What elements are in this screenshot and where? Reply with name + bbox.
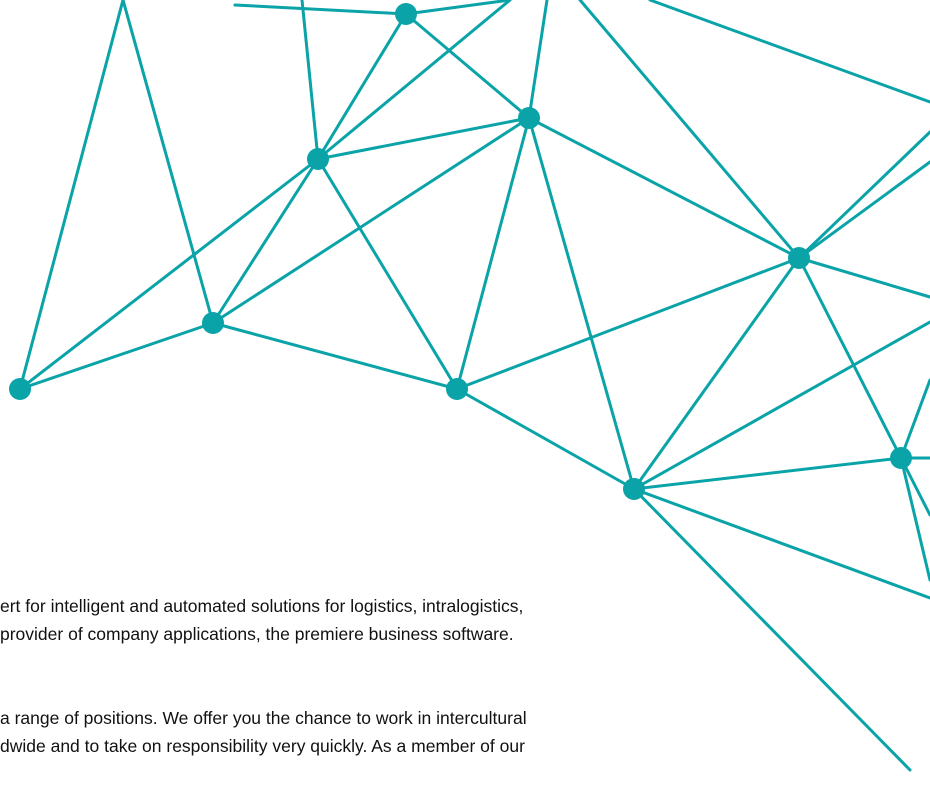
network-node: [788, 247, 810, 269]
network-node: [202, 312, 224, 334]
intro-line-1: ert for intelligent and automated soluti…: [0, 596, 524, 616]
network-nodes: [9, 3, 912, 500]
network-node: [395, 3, 417, 25]
positions-line-1: a range of positions. We offer you the c…: [0, 708, 527, 728]
network-node: [446, 378, 468, 400]
network-lines: [18, 0, 930, 772]
network-node: [518, 107, 540, 129]
network-node: [9, 378, 31, 400]
network-node: [623, 478, 645, 500]
network-node: [890, 447, 912, 469]
network-node: [307, 148, 329, 170]
positions-paragraph: a range of positions. We offer you the c…: [0, 704, 930, 760]
intro-paragraph: ert for intelligent and automated soluti…: [0, 592, 930, 648]
positions-line-2: dwide and to take on responsibility very…: [0, 736, 525, 756]
intro-line-2: provider of company applications, the pr…: [0, 624, 514, 644]
